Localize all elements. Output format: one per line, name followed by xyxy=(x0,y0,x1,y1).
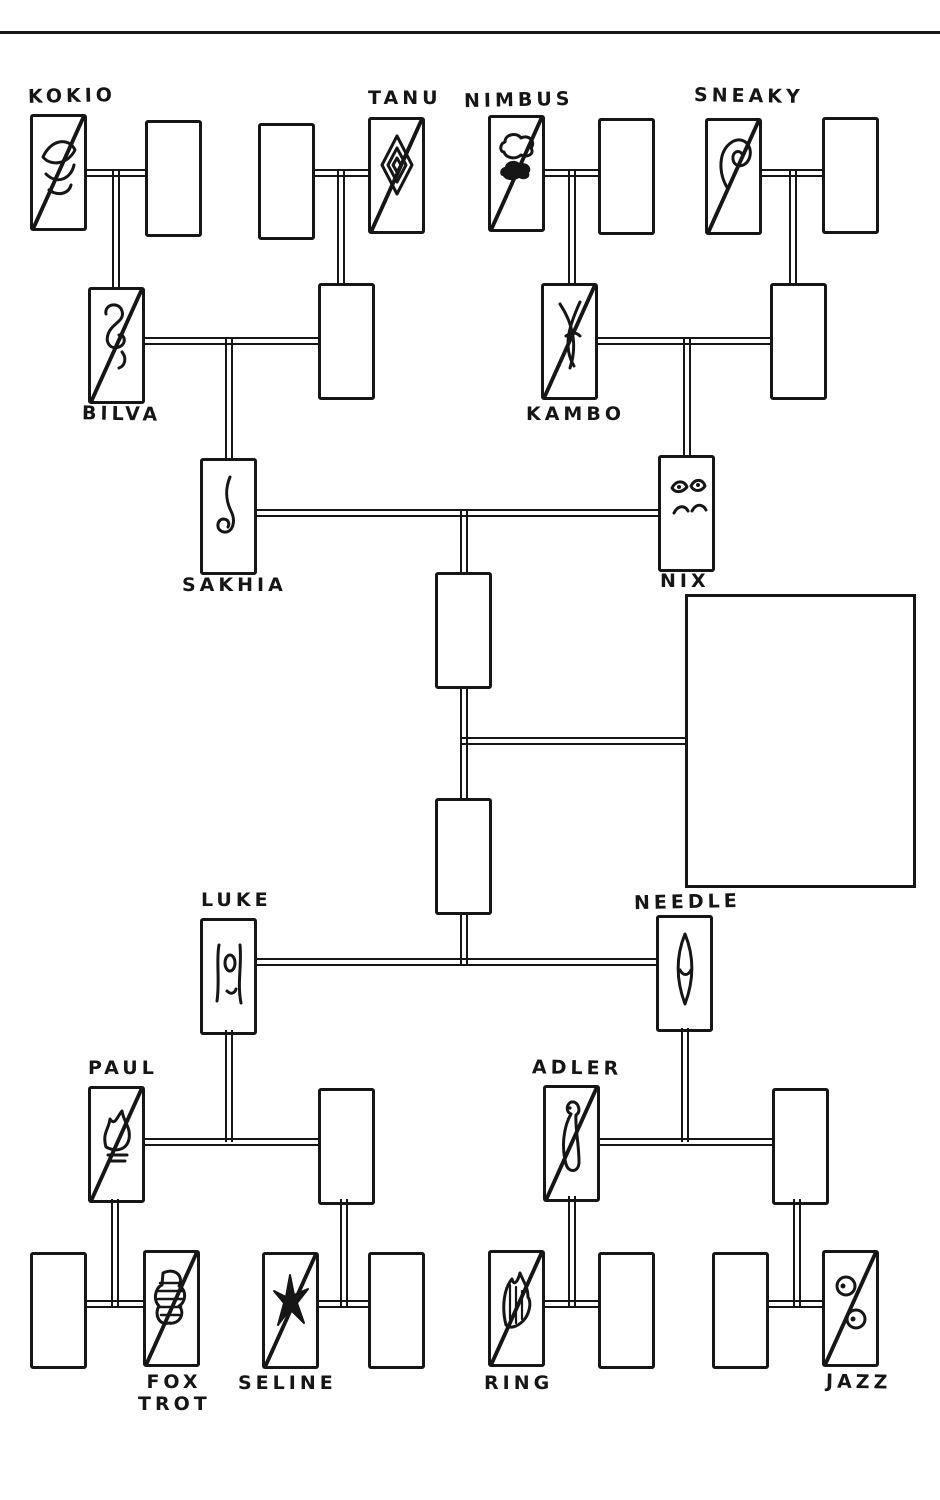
deceased-slash-icon xyxy=(706,119,761,234)
descent-line-from-adler xyxy=(568,1196,576,1308)
label-kokio: KOKIO xyxy=(27,84,117,108)
label-kambo: KAMBO xyxy=(526,403,625,425)
deceased-slash-icon xyxy=(89,1087,144,1202)
descent-line-from-tanu xyxy=(337,169,345,286)
deceased-slash-icon xyxy=(544,1086,599,1201)
person-card-seline xyxy=(262,1252,319,1369)
luke-symbol-icon xyxy=(215,943,243,1005)
person-card-paul xyxy=(88,1086,145,1203)
person-card-adler xyxy=(543,1085,600,1202)
descent-line-to-middle-1 xyxy=(460,509,468,575)
person-card-unnamed-middle-2 xyxy=(435,798,492,915)
label-ring: RING xyxy=(484,1372,554,1394)
sakhia-symbol-icon xyxy=(216,475,235,534)
label-adler: ADLER xyxy=(531,1056,623,1080)
bilva-symbol-icon xyxy=(104,303,127,370)
label-paul: PAUL xyxy=(88,1057,158,1079)
descent-line-from-unnamed-7 xyxy=(340,1199,348,1308)
deceased-slash-icon xyxy=(89,288,144,403)
descent-line-to-kambo xyxy=(568,169,576,286)
label-foxtrot: FOX TROT xyxy=(138,1371,211,1415)
couple-line-tanu xyxy=(315,169,368,177)
deceased-slash-icon xyxy=(489,1251,544,1366)
person-card-sneaky xyxy=(705,118,762,235)
person-card-unnamed-11 xyxy=(598,1252,655,1369)
couple-line-kokio xyxy=(86,169,145,177)
foxtrot-symbol-icon xyxy=(153,1269,187,1325)
person-card-nimbus xyxy=(488,115,545,232)
label-needle: NEEDLE xyxy=(633,889,741,915)
person-card-unnamed-2 xyxy=(258,123,315,240)
person-card-needle xyxy=(656,915,713,1032)
needle-symbol-icon xyxy=(676,932,694,1006)
couple-line-seline xyxy=(319,1300,368,1308)
person-card-jazz xyxy=(822,1250,879,1367)
large-blank-box xyxy=(685,594,916,888)
deceased-slash-icon xyxy=(144,1251,199,1366)
person-card-kambo xyxy=(541,283,598,400)
person-card-unnamed-7 xyxy=(318,1088,375,1205)
person-card-unnamed-1 xyxy=(145,120,202,237)
sneaky-symbol-icon xyxy=(719,138,752,191)
couple-line-adler xyxy=(600,1138,772,1146)
deceased-slash-icon xyxy=(31,115,86,230)
person-card-bilva xyxy=(88,287,145,404)
couple-line-sneaky xyxy=(762,169,822,177)
descent-line-from-luke xyxy=(225,1030,233,1142)
descent-line-from-needle xyxy=(681,1028,689,1142)
couple-line-jazz xyxy=(769,1300,822,1308)
couple-line-ring xyxy=(545,1300,598,1308)
label-sakhia: SAKHIA xyxy=(182,574,287,596)
person-card-unnamed-3 xyxy=(598,118,655,235)
couple-line-foxtrot xyxy=(87,1300,143,1308)
descent-line-to-nix xyxy=(683,337,691,458)
deceased-slash-icon xyxy=(542,284,597,399)
label-tanu: TANU xyxy=(368,87,442,109)
person-card-luke xyxy=(200,918,257,1035)
descent-line-to-sakhia xyxy=(225,337,233,461)
person-card-kokio xyxy=(30,114,87,231)
person-card-foxtrot xyxy=(143,1250,200,1367)
label-nimbus: NIMBUS xyxy=(463,87,574,113)
descent-line-to-bilva xyxy=(112,169,120,290)
deceased-slash-icon xyxy=(263,1253,318,1368)
person-card-unnamed-middle-1 xyxy=(435,572,492,689)
descent-line-from-unnamed-8 xyxy=(793,1199,801,1308)
adler-symbol-icon xyxy=(562,1100,581,1172)
label-sneaky: SNEAKY xyxy=(693,84,804,108)
person-card-unnamed-10 xyxy=(368,1252,425,1369)
couple-line-nimbus xyxy=(545,169,598,177)
deceased-slash-icon xyxy=(823,1251,878,1366)
couple-line-sakhia-nix xyxy=(257,509,658,517)
person-card-unnamed-6 xyxy=(770,283,827,400)
person-card-nix xyxy=(658,455,715,572)
label-bilva: BILVA xyxy=(81,402,162,426)
page-top-rule xyxy=(0,31,940,34)
deceased-slash-icon xyxy=(489,116,544,231)
descent-line-from-paul xyxy=(111,1199,119,1308)
descent-line-from-sneaky xyxy=(789,169,797,286)
label-nix: NIX xyxy=(660,570,710,592)
person-card-unnamed-4 xyxy=(822,117,879,234)
deceased-slash-icon xyxy=(369,118,424,233)
label-jazz: JAZZ xyxy=(825,1370,892,1394)
descent-line-to-luke-needle xyxy=(460,912,468,966)
person-card-tanu xyxy=(368,117,425,234)
label-seline: SELINE xyxy=(238,1372,337,1394)
nix-symbol-icon xyxy=(670,478,708,515)
label-luke: LUKE xyxy=(201,889,272,911)
branch-line-to-large-box xyxy=(462,737,685,745)
person-card-unnamed-9 xyxy=(30,1252,87,1369)
person-card-ring xyxy=(488,1250,545,1367)
couple-line-luke-needle xyxy=(257,958,656,966)
person-card-unnamed-8 xyxy=(772,1088,829,1205)
person-card-unnamed-12 xyxy=(712,1252,769,1369)
person-card-unnamed-5 xyxy=(318,283,375,400)
person-card-sakhia xyxy=(200,458,257,575)
couple-line-paul xyxy=(145,1138,318,1146)
